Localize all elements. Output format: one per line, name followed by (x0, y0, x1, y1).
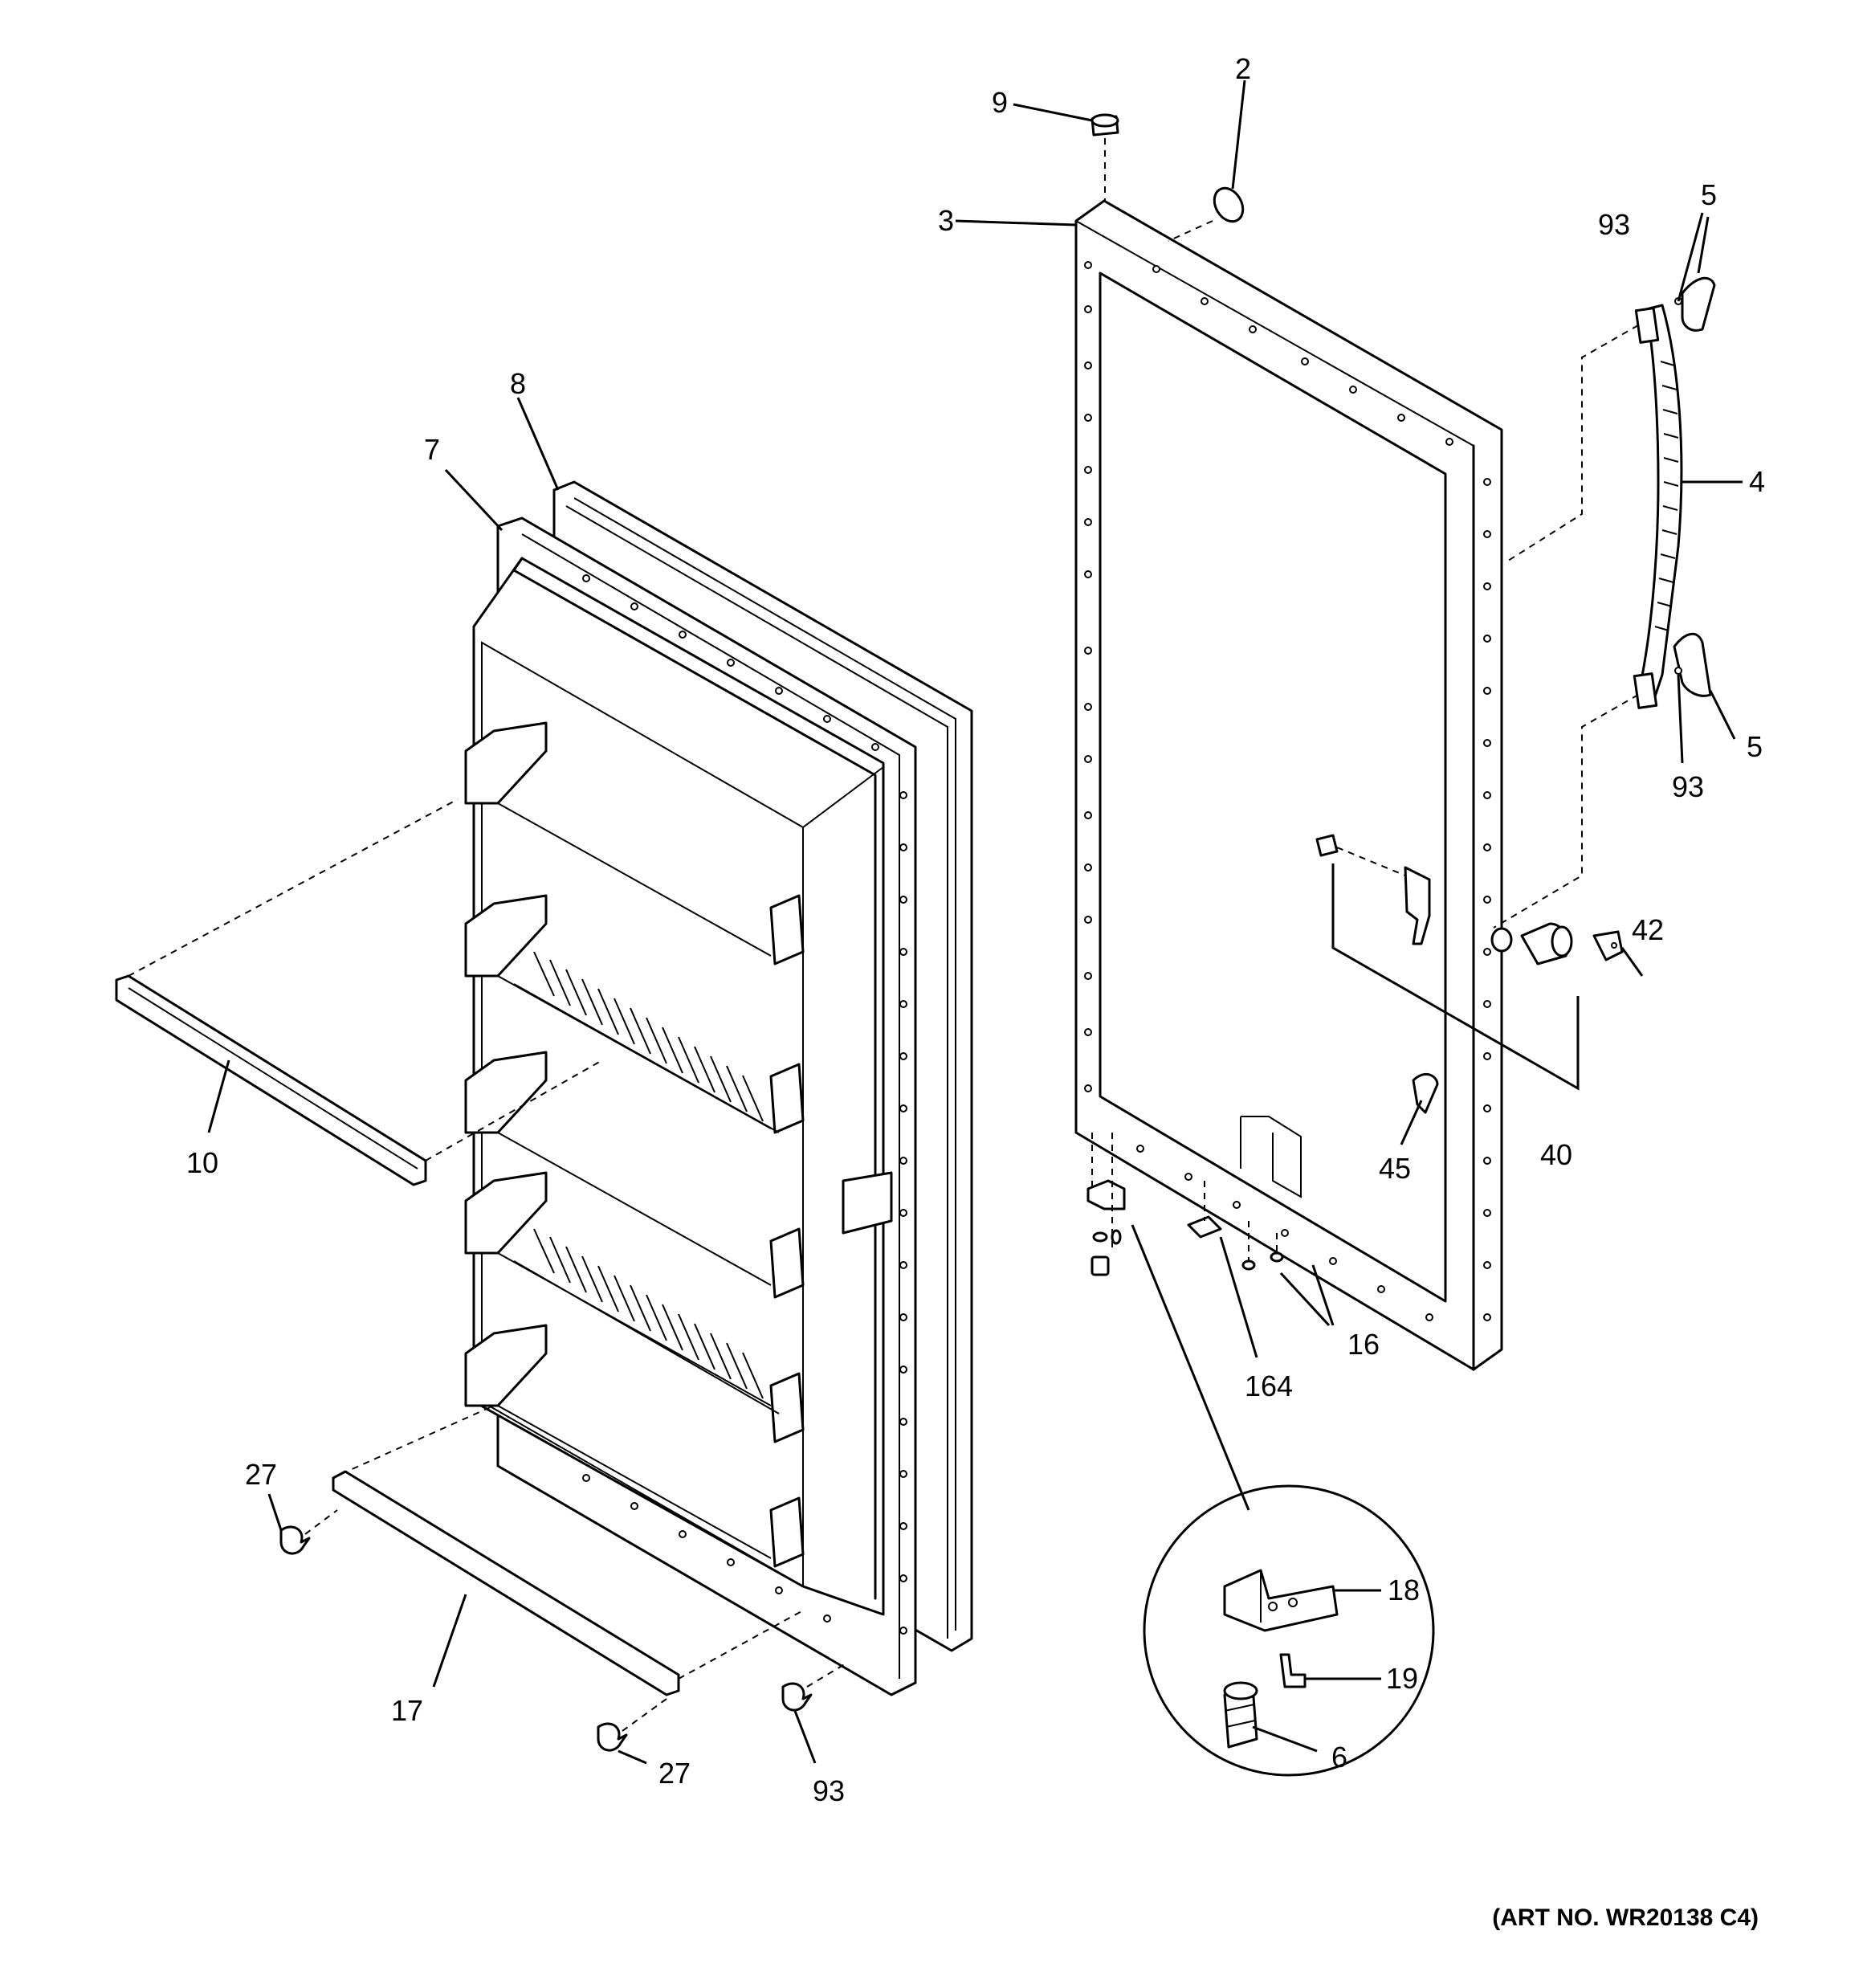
liner-holes (582, 574, 907, 1635)
callout-6: 6 (1331, 1741, 1347, 1774)
callout-18: 18 (1388, 1574, 1420, 1606)
callout-5-bottom: 5 (1747, 730, 1763, 763)
callout-45: 45 (1379, 1152, 1411, 1185)
screw-93-liner (781, 1682, 813, 1712)
callout-164: 164 (1245, 1370, 1293, 1402)
callout-19: 19 (1386, 1662, 1418, 1695)
callout-8: 8 (510, 367, 526, 400)
callout-5-top: 5 (1701, 178, 1717, 211)
callout-42: 42 (1632, 913, 1664, 946)
top-plug-9 (1090, 113, 1119, 137)
callout-10: 10 (186, 1146, 218, 1179)
hinge-hardware (1086, 1179, 1284, 1276)
lock-assembly (1490, 922, 1624, 965)
shelf-grille-upper (533, 951, 764, 1122)
art-number: (ART NO. WR20138 C4) (1492, 1904, 1759, 1931)
callout-labels: 2 3 4 5 5 6 7 8 9 10 16 17 18 19 27 27 4… (186, 52, 1765, 1807)
callout-16: 16 (1347, 1328, 1380, 1361)
handle-end-cap-bottom (1673, 632, 1712, 697)
handle-end-cap-top (1681, 276, 1716, 332)
shelf-bar-10 (115, 974, 427, 1186)
panel-screw-holes (1084, 261, 1491, 1321)
leader-lines (207, 80, 1743, 1765)
door-handle (1633, 276, 1716, 709)
plug-27-lower (597, 1722, 628, 1752)
outer-door-panel (1074, 199, 1503, 1371)
door-liner-7 (464, 516, 917, 1696)
plug-27-upper (279, 1525, 311, 1555)
door-shelves (497, 802, 780, 1559)
callout-9: 9 (992, 86, 1008, 119)
callout-4: 4 (1749, 465, 1765, 498)
detail-screw-19 (1279, 1653, 1307, 1688)
shelf-grille-lower (533, 1228, 764, 1399)
hole-plug-2 (1213, 186, 1245, 223)
callout-27-lower: 27 (658, 1757, 691, 1790)
lock-key (1592, 930, 1624, 961)
callout-93-bottom: 93 (1672, 770, 1704, 803)
callout-40: 40 (1540, 1138, 1572, 1171)
bracket-164 (1187, 1215, 1222, 1239)
callout-93-liner: 93 (813, 1774, 845, 1807)
callout-17: 17 (391, 1694, 423, 1727)
latch-bracket (1315, 834, 1431, 945)
hinge-detail-circle (1143, 1484, 1435, 1777)
callout-27-upper: 27 (245, 1458, 277, 1491)
callout-3: 3 (938, 204, 954, 237)
door-shelf-supports (464, 721, 805, 1568)
screw-93-bottom (1674, 667, 1682, 675)
callout-7: 7 (424, 433, 440, 466)
callout-93-top: 93 (1598, 208, 1630, 241)
callout-2: 2 (1235, 52, 1251, 85)
